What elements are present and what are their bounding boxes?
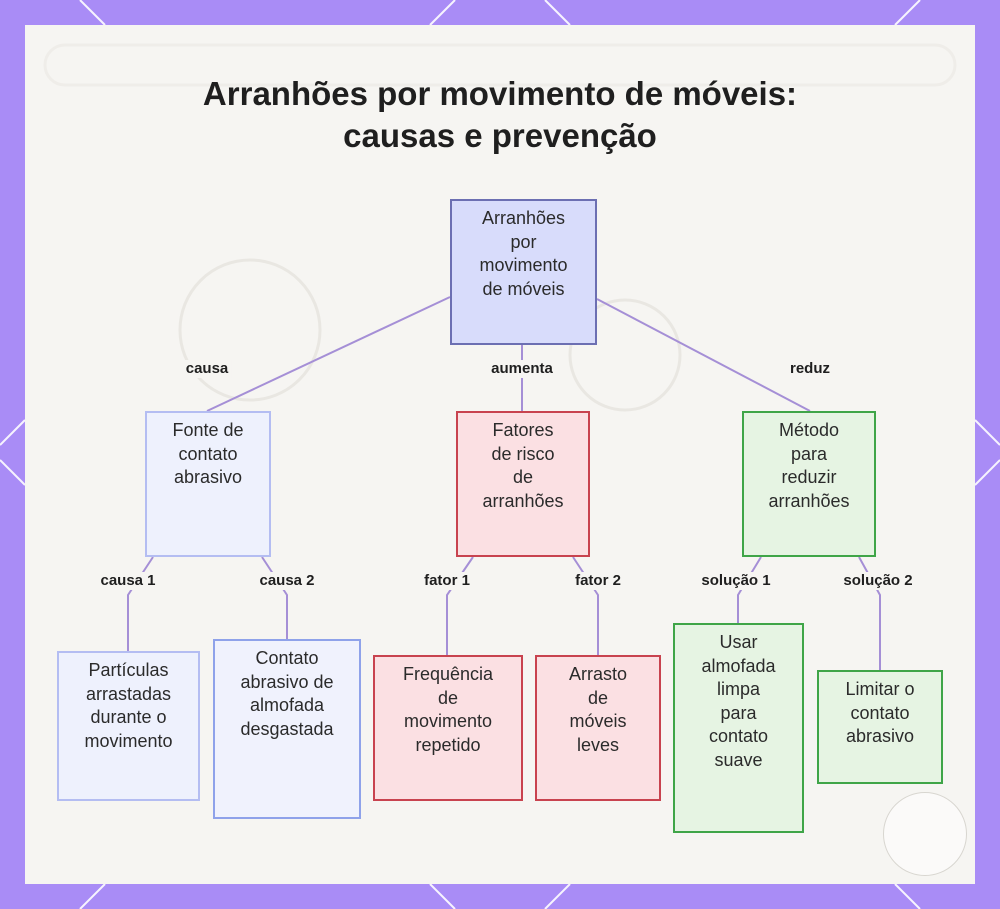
edge-label-aumenta: aumenta: [488, 360, 556, 378]
background-decoration: [43, 43, 957, 412]
node-arrasto: Arrasto de móveis leves: [535, 655, 661, 801]
edge-label-reduz: reduz: [786, 360, 834, 378]
page-title-line-2: causas e prevenção: [343, 117, 657, 154]
edge-root-fonte: [206, 296, 451, 412]
node-fonte-contato: Fonte de contato abrasivo: [145, 411, 271, 557]
node-fatores-risco: Fatores de risco de arranhões: [456, 411, 590, 557]
edge-metodo-usar: [737, 556, 762, 623]
watermark-badge: [883, 792, 967, 876]
node-contato-almofada: Contato abrasivo de almofada desgastada: [213, 639, 361, 819]
node-particulas: Partículas arrastadas durante o moviment…: [57, 651, 200, 801]
edge-label-solucao-1: solução 1: [698, 572, 774, 590]
node-limitar: Limitar o contato abrasivo: [817, 670, 943, 784]
edge-label-fator-1: fator 1: [421, 572, 473, 590]
connector-lines: [127, 296, 881, 670]
diagram-canvas: Arranhões por movimento de móveis: causa…: [25, 25, 975, 884]
page-title-line-1: Arranhões por movimento de móveis:: [202, 75, 798, 112]
edge-fatores-arrasto: [572, 556, 599, 655]
node-root: Arranhões por movimento de móveis: [450, 199, 597, 345]
edge-fonte-particulas: [127, 556, 154, 651]
node-metodo: Método para reduzir arranhões: [742, 411, 876, 557]
edge-metodo-limitar: [858, 556, 881, 670]
edge-label-causa-1: causa 1: [97, 572, 159, 590]
edge-label-solucao-2: solução 2: [840, 572, 916, 590]
edge-label-fator-2: fator 2: [572, 572, 624, 590]
node-frequencia: Frequência de movimento repetido: [373, 655, 523, 801]
edge-fatores-frequencia: [446, 556, 474, 655]
edge-root-metodo: [596, 298, 811, 412]
edge-label-causa: causa: [182, 360, 232, 378]
edge-label-causa-2: causa 2: [256, 572, 318, 590]
node-usar-almofada: Usar almofada limpa para contato suave: [673, 623, 804, 833]
edge-fonte-contato: [261, 556, 288, 639]
